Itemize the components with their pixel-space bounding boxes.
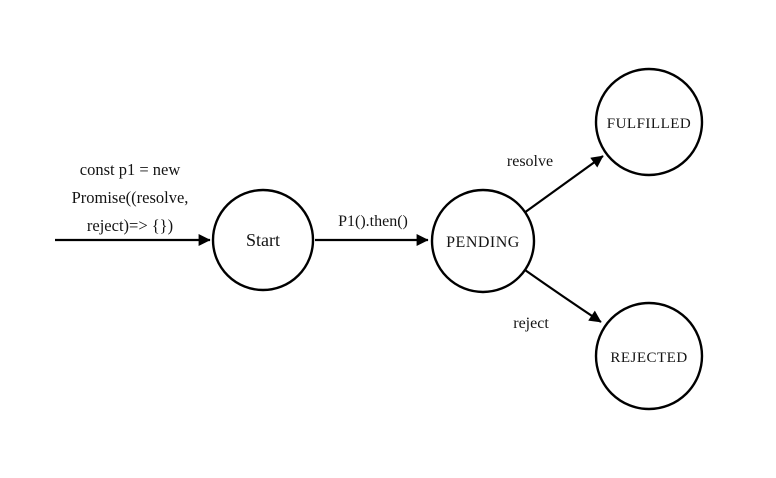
node-pending-label: PENDING bbox=[446, 234, 520, 251]
code-annotation-line-1: const p1 = new bbox=[80, 160, 181, 179]
code-annotation: const p1 = new Promise((resolve, reject)… bbox=[72, 160, 189, 235]
code-annotation-line-3: reject)=> {}) bbox=[87, 216, 173, 235]
edge-label-resolve: resolve bbox=[507, 153, 553, 170]
node-pending-circle bbox=[430, 188, 536, 294]
node-rejected-label: REJECTED bbox=[610, 350, 687, 366]
node-pending: PENDING bbox=[430, 188, 536, 294]
node-fulfilled: FULFILLED bbox=[594, 67, 704, 177]
arrow-pending-to-rejected bbox=[524, 269, 602, 323]
code-annotation-line-2: Promise((resolve, bbox=[72, 188, 189, 207]
node-start-circle bbox=[211, 188, 315, 292]
node-fulfilled-label: FULFILLED bbox=[607, 116, 692, 132]
node-start: Start bbox=[211, 188, 315, 292]
arrow-pending-to-fulfilled bbox=[523, 155, 604, 214]
node-rejected-circle bbox=[594, 301, 704, 411]
node-rejected: REJECTED bbox=[594, 301, 704, 411]
edge-label-then: P1().then() bbox=[338, 213, 408, 230]
node-start-label: Start bbox=[246, 230, 280, 250]
node-fulfilled-circle bbox=[594, 67, 704, 177]
edge-label-reject: reject bbox=[513, 315, 549, 332]
